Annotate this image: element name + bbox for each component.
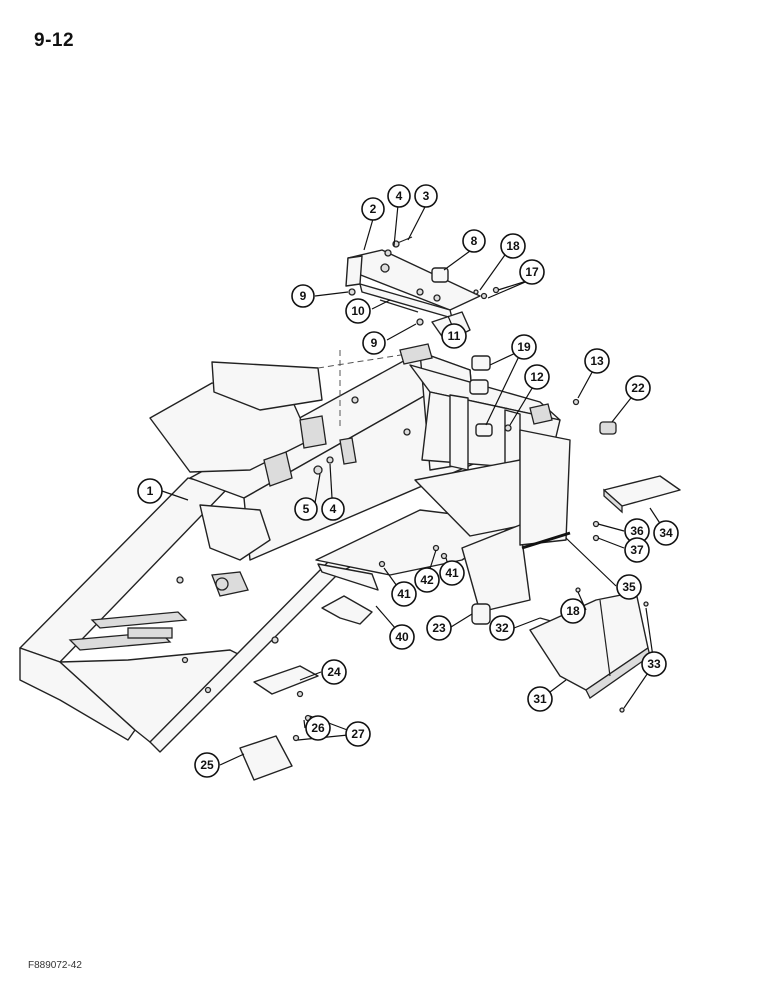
callout-22: 22 — [625, 375, 651, 401]
callout-2: 2 — [361, 197, 385, 221]
svg-text:22: 22 — [631, 381, 645, 395]
callout-40: 40 — [389, 624, 415, 650]
svg-text:4: 4 — [330, 502, 337, 516]
svg-text:35: 35 — [622, 580, 636, 594]
svg-text:34: 34 — [659, 526, 673, 540]
svg-text:1: 1 — [147, 484, 154, 498]
svg-text:11: 11 — [448, 329, 461, 343]
callout-26: 26 — [305, 715, 331, 741]
svg-text:18: 18 — [506, 239, 520, 253]
callout-41-right: 41 — [439, 560, 465, 586]
callout-9-lower: 9 — [362, 331, 386, 355]
callout-5: 5 — [294, 497, 318, 521]
callout-32: 32 — [489, 615, 515, 641]
svg-text:41: 41 — [445, 566, 459, 580]
svg-text:41: 41 — [397, 587, 411, 601]
svg-text:4: 4 — [396, 189, 403, 203]
callout-17: 17 — [519, 259, 545, 285]
svg-text:5: 5 — [303, 502, 310, 516]
svg-text:31: 31 — [533, 692, 547, 706]
callout-37: 37 — [624, 537, 650, 563]
callout-34: 34 — [653, 520, 679, 546]
callout-41-left: 41 — [391, 581, 417, 607]
callout-9-left: 9 — [291, 284, 315, 308]
callout-18-lower: 18 — [560, 598, 586, 624]
callout-11: 11 — [441, 323, 467, 349]
svg-text:18: 18 — [566, 604, 580, 618]
callout-1: 1 — [137, 478, 163, 504]
callout-35: 35 — [616, 574, 642, 600]
callout-27: 27 — [345, 721, 371, 747]
callout-4-lower: 4 — [321, 497, 345, 521]
callout-19: 19 — [511, 334, 537, 360]
callout-13: 13 — [584, 348, 610, 374]
svg-text:23: 23 — [432, 621, 446, 635]
svg-text:24: 24 — [327, 665, 341, 679]
svg-text:27: 27 — [351, 727, 365, 741]
svg-text:19: 19 — [517, 340, 531, 354]
svg-text:3: 3 — [423, 189, 430, 203]
callout-31: 31 — [527, 686, 553, 712]
callout-24: 24 — [321, 659, 347, 685]
svg-text:37: 37 — [630, 543, 644, 557]
svg-text:32: 32 — [495, 621, 509, 635]
svg-text:8: 8 — [471, 234, 478, 248]
svg-text:26: 26 — [311, 721, 325, 735]
svg-text:12: 12 — [530, 370, 544, 384]
callout-3: 3 — [414, 184, 438, 208]
page-number: 9-12 — [34, 30, 75, 51]
svg-text:36: 36 — [630, 524, 644, 538]
callout-23: 23 — [426, 615, 452, 641]
svg-text:40: 40 — [395, 630, 409, 644]
figure-code: F889072-42 — [28, 960, 82, 971]
callout-4-top: 4 — [387, 184, 411, 208]
svg-text:33: 33 — [647, 657, 661, 671]
main-frame — [19, 343, 571, 753]
callout-18-top: 18 — [500, 233, 526, 259]
svg-text:10: 10 — [351, 304, 365, 318]
callout-8: 8 — [462, 229, 486, 253]
callout-10: 10 — [345, 298, 371, 324]
svg-text:42: 42 — [420, 573, 434, 587]
callout-42: 42 — [414, 567, 440, 593]
svg-text:13: 13 — [590, 354, 604, 368]
svg-text:17: 17 — [525, 265, 539, 279]
svg-text:2: 2 — [370, 202, 377, 216]
callout-25: 25 — [194, 752, 220, 778]
svg-text:9: 9 — [371, 336, 378, 350]
svg-text:9: 9 — [300, 289, 307, 303]
svg-text:25: 25 — [200, 758, 214, 772]
callout-36: 36 — [624, 518, 650, 544]
callout-12: 12 — [524, 364, 550, 390]
callout-33: 33 — [641, 651, 667, 677]
